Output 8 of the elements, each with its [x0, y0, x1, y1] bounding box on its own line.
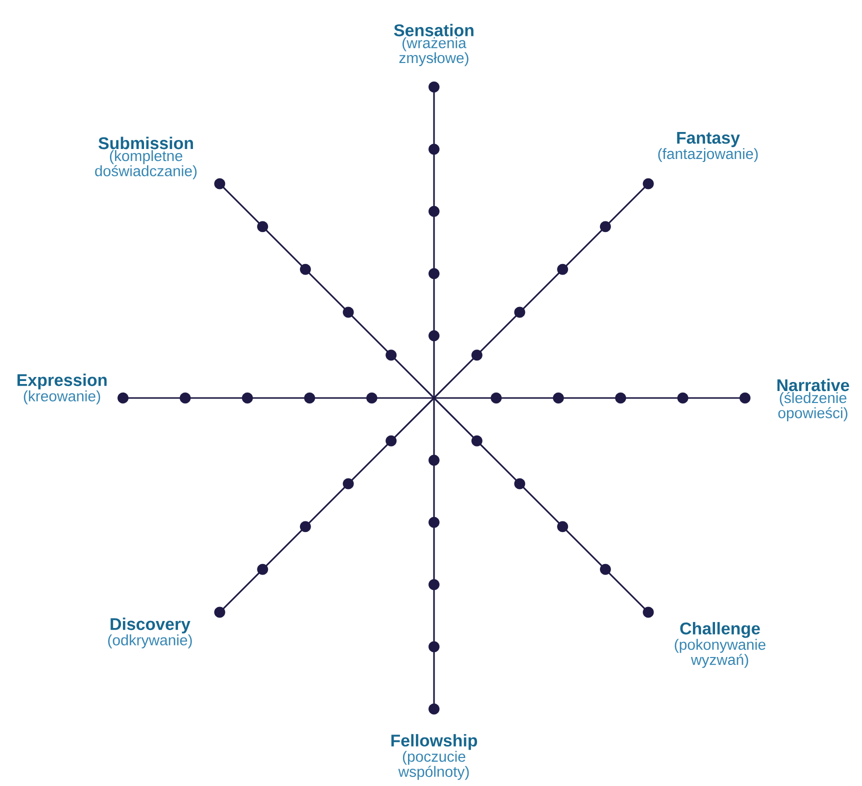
axis-label: Challenge (pokonywanie wyzwań) — [674, 622, 766, 668]
axis-label: Fantasy (fantazjowanie) — [658, 132, 758, 162]
axis-label: Fellowship (poczucie wspólnoty) — [391, 734, 478, 780]
axis-label: Discovery (odkrywanie) — [108, 618, 192, 648]
axis-label: Narrative (śledzenie opowieści) — [777, 378, 850, 422]
axis-label: Sensation (wrażenia zmysłowe) — [394, 24, 474, 66]
axis-label: Expression (kreowanie) — [18, 374, 107, 404]
axis-label: Submission (kompletne doświadczanie) — [95, 136, 197, 180]
